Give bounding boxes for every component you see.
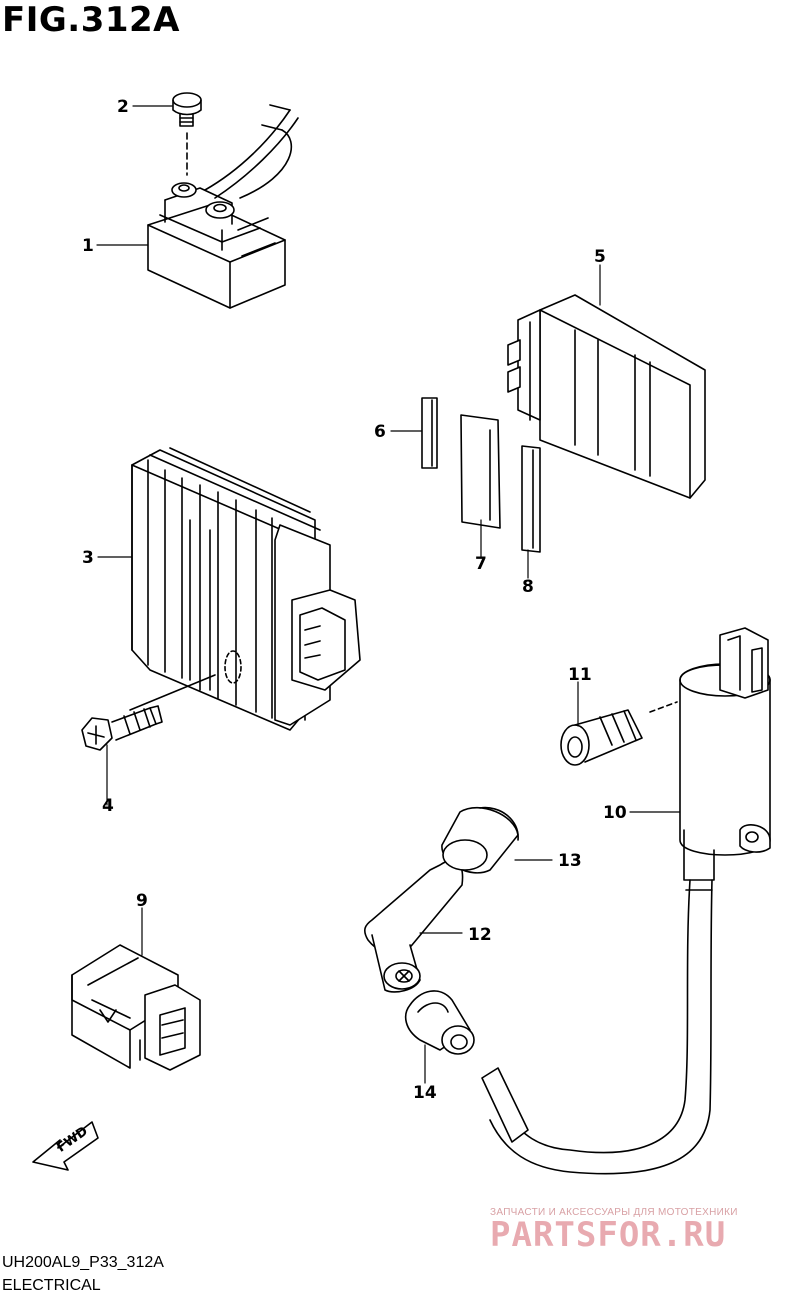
- part-7-plate[interactable]: [460, 414, 501, 529]
- callout-12: 12: [468, 925, 492, 945]
- callout-4: 4: [102, 796, 114, 816]
- callout-2: 2: [117, 97, 129, 117]
- part-6-pad[interactable]: [421, 397, 438, 469]
- watermark-subtitle: ЗАПЧАСТИ И АКСЕССУАРЫ ДЛЯ МОТОТЕХНИКИ: [490, 1207, 738, 1218]
- section-name: ELECTRICAL: [2, 1277, 101, 1294]
- callout-3: 3: [82, 548, 94, 568]
- part-9-coupler[interactable]: [71, 944, 201, 1071]
- part-11-bolt[interactable]: [560, 701, 678, 766]
- part-12-plug-cap[interactable]: [363, 859, 464, 993]
- figure-title: FIG.312A: [2, 0, 180, 40]
- watermark-brand: PARTSFOR.RU: [490, 1215, 727, 1255]
- part-1-starter-relay[interactable]: [147, 104, 299, 309]
- part-13-seal[interactable]: [441, 806, 519, 874]
- callout-1: 1: [82, 236, 94, 256]
- callout-8: 8: [522, 577, 534, 597]
- callout-14: 14: [413, 1083, 437, 1103]
- part-8-pad[interactable]: [521, 445, 541, 553]
- leader-lines: [96, 105, 681, 1084]
- callout-5: 5: [594, 247, 606, 267]
- callout-9: 9: [136, 891, 148, 911]
- part-4-bolt[interactable]: [81, 705, 163, 751]
- part-14-boot[interactable]: [404, 990, 475, 1055]
- callout-7: 7: [475, 554, 487, 574]
- figure-code: UH200AL9_P33_312A: [2, 1254, 164, 1271]
- callout-6: 6: [374, 422, 386, 442]
- callout-11: 11: [568, 665, 592, 685]
- callout-13: 13: [558, 851, 582, 871]
- part-5-cdi-unit[interactable]: [507, 294, 706, 499]
- part-2-screw[interactable]: [172, 92, 202, 176]
- part-10-ignition-coil[interactable]: [481, 627, 771, 1175]
- part-3-regulator-rectifier[interactable]: [129, 447, 361, 731]
- fwd-direction-arrow: [32, 1121, 99, 1171]
- callout-10: 10: [603, 803, 627, 823]
